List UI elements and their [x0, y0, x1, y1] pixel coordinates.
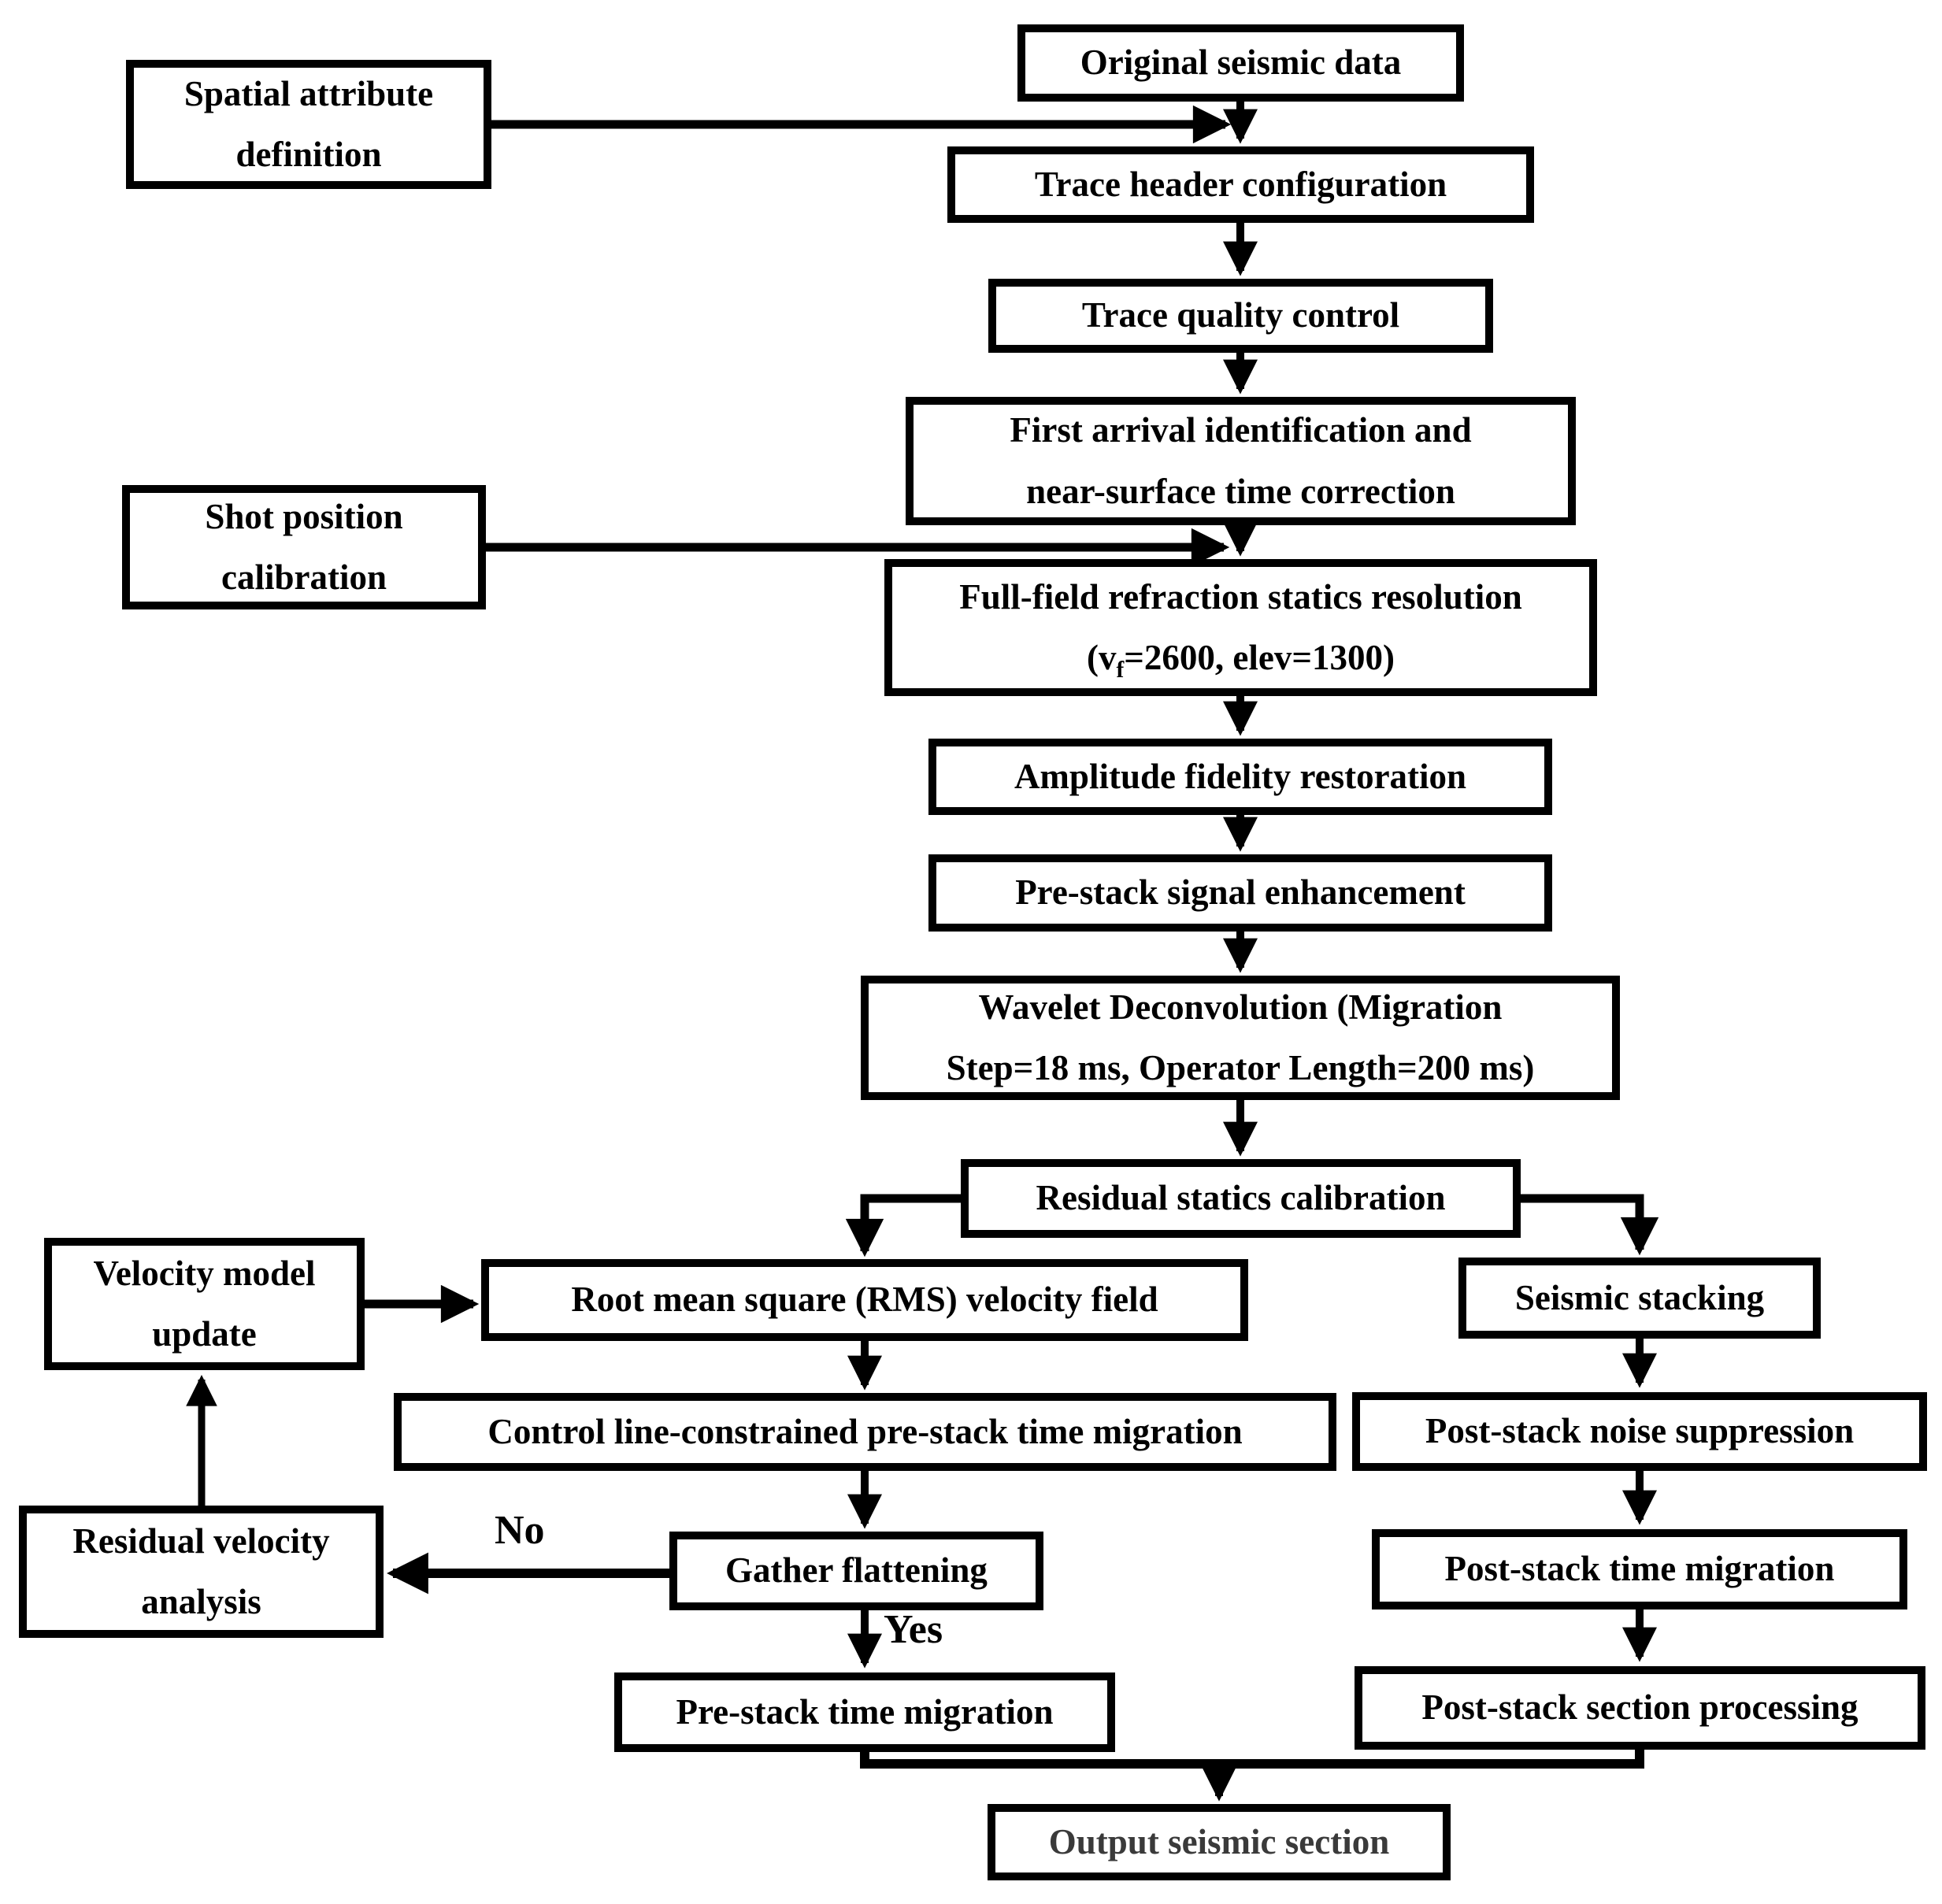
flow-node-seismic-stacking: Seismic stacking [1458, 1258, 1821, 1339]
node-label: Original seismic data [1080, 43, 1402, 83]
node-label: Spatial attribute definition [183, 73, 434, 174]
flow-node-original-seismic-data: Original seismic data [1017, 24, 1464, 102]
flow-node-post-stack-time-migration: Post-stack time migration [1372, 1529, 1907, 1610]
node-label: Full-field refraction statics resolution… [959, 576, 1522, 683]
arrow-split-right-to-stacking [1521, 1194, 1659, 1256]
flow-node-trace-header-configuration: Trace header configuration [947, 146, 1534, 223]
flow-node-rms-velocity-field: Root mean square (RMS) velocity field [481, 1259, 1248, 1341]
edge-label-no: No [495, 1508, 545, 1553]
flow-node-residual-statics-calibration: Residual statics calibration [961, 1159, 1521, 1238]
flow-node-spatial-attribute-definition: Spatial attribute definition [126, 60, 491, 189]
flow-node-velocity-model-update: Velocity model update [44, 1238, 365, 1370]
node-label: Pre-stack time migration [676, 1691, 1054, 1732]
flow-node-shot-position-calibration: Shot position calibration [122, 485, 486, 609]
node-label: Trace header configuration [1034, 164, 1447, 204]
node-label: Shot position calibration [205, 496, 403, 597]
flow-node-post-stack-noise-suppression: Post-stack noise suppression [1352, 1392, 1927, 1471]
node-label: Pre-stack signal enhancement [1015, 872, 1466, 913]
flow-node-post-stack-section-processing: Post-stack section processing [1355, 1666, 1925, 1750]
flow-node-full-field-refraction-statics: Full-field refraction statics resolution… [884, 559, 1597, 696]
merge-line [860, 1750, 1644, 1769]
node-label: Seismic stacking [1514, 1277, 1765, 1317]
node-label: Control line-constrained pre-stack time … [487, 1411, 1243, 1451]
flow-node-gather-flattening: Gather flattening [669, 1532, 1043, 1610]
node-label: Post-stack time migration [1444, 1549, 1835, 1589]
flow-node-wavelet-deconvolution: Wavelet Deconvolution (Migration Step=18… [861, 976, 1620, 1100]
flow-node-pre-stack-time-migration: Pre-stack time migration [614, 1672, 1115, 1752]
edge-label-yes: Yes [884, 1607, 943, 1652]
flow-node-first-arrival-identification: First arrival identification and near-su… [906, 397, 1576, 525]
node-label: Residual velocity analysis [72, 1521, 330, 1621]
node-label: Trace quality control [1081, 295, 1400, 335]
flow-node-output-seismic-section: Output seismic section [988, 1804, 1451, 1880]
flow-node-control-line-constrained-migration: Control line-constrained pre-stack time … [394, 1393, 1336, 1471]
node-label: Root mean square (RMS) velocity field [571, 1280, 1158, 1320]
arrow-split-left-to-rms [845, 1194, 961, 1258]
node-label: Wavelet Deconvolution (Migration Step=18… [946, 987, 1535, 1087]
node-label: Gather flattening [725, 1550, 988, 1591]
node-label: First arrival identification and near-su… [1010, 410, 1472, 511]
node-label: Velocity model update [93, 1253, 316, 1354]
flow-node-trace-quality-control: Trace quality control [988, 279, 1493, 353]
node-label: Residual statics calibration [1036, 1178, 1446, 1218]
flow-node-amplitude-fidelity-restoration: Amplitude fidelity restoration [928, 739, 1552, 815]
node-label: Output seismic section [1048, 1821, 1390, 1861]
node-label: Amplitude fidelity restoration [1014, 756, 1467, 796]
node-label: Post-stack noise suppression [1425, 1411, 1855, 1451]
node-label: Post-stack section processing [1421, 1687, 1859, 1728]
flow-node-residual-velocity-analysis: Residual velocity analysis [19, 1506, 384, 1638]
flow-node-pre-stack-signal-enhancement: Pre-stack signal enhancement [928, 854, 1552, 932]
